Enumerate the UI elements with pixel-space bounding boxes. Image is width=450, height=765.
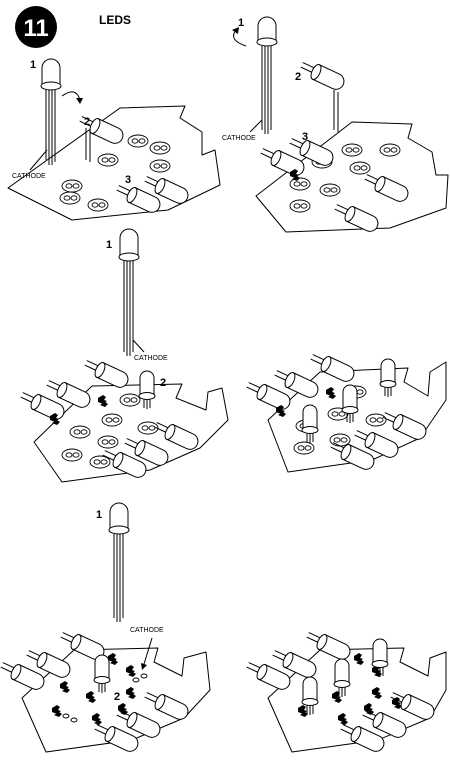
page-title: LEDS [99,13,131,27]
panel-5: CATHODE 1 2 [0,502,211,755]
callout-2: 2 [84,116,90,128]
panel-1: CATHODE 1 2 3 [7,58,221,221]
callout-1: 1 [96,509,102,521]
pcb-outline [255,121,449,233]
panel-6 [243,627,447,755]
cathode-label: CATHODE [12,173,46,180]
callout-3: 3 [302,131,308,143]
callout-2: 2 [114,691,120,703]
step-number: 11 [23,15,48,42]
callout-2: 2 [160,377,166,389]
panel-3: CATHODE 1 2 [17,228,229,483]
pcb-outline [7,105,221,221]
panel-2: CATHODE 1 2 3 [222,16,449,235]
cathode-label: CATHODE [134,355,168,362]
cathode-label: CATHODE [130,627,164,634]
callout-1: 1 [238,17,244,29]
callout-1: 1 [30,59,36,71]
callout-3: 3 [125,174,131,186]
step-badge: 11 [15,6,57,48]
callout-1: 1 [106,239,112,251]
callout-2: 2 [295,71,301,83]
panel-4 [243,349,447,473]
cathode-label: CATHODE [222,135,256,142]
